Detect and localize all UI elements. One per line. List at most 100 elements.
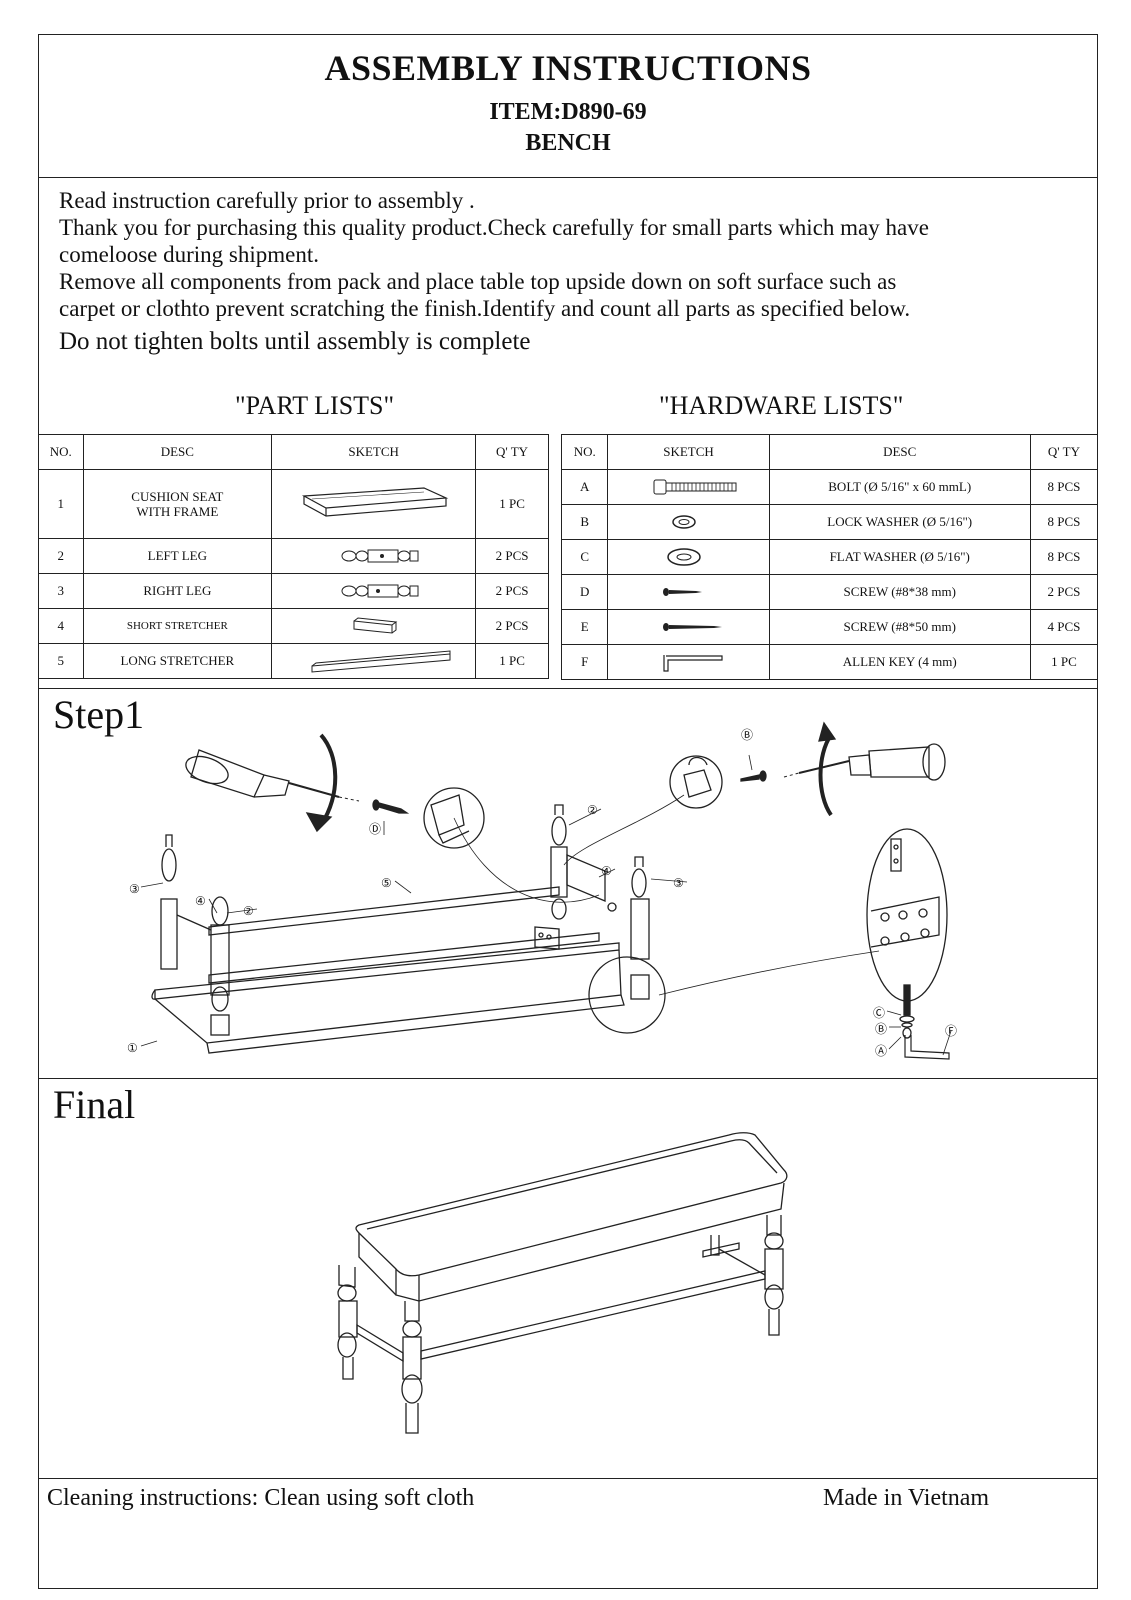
- hw-no: A: [560, 469, 609, 505]
- step1-label: Step1: [53, 692, 145, 737]
- col-header: DESC: [82, 434, 273, 470]
- part-no: 3: [38, 573, 84, 609]
- sketch-right-leg: [271, 573, 477, 609]
- hw-qty: 2 PCS: [1029, 574, 1099, 610]
- intro-line: comeloose during shipment.: [59, 242, 319, 267]
- hw-no: B: [560, 504, 609, 540]
- sketch-allen-key: [607, 644, 770, 680]
- callout-5: ⑤: [381, 876, 392, 890]
- part-qty: 1 PC: [475, 469, 549, 539]
- table-row: 2 LEFT LEG 2 PCS: [38, 538, 549, 574]
- part-no: 4: [38, 608, 84, 644]
- part-desc: LONG STRETCHER: [82, 643, 273, 679]
- country-of-origin: Made in Vietnam: [823, 1485, 990, 1511]
- bench-frame-illustration: [151, 804, 950, 1060]
- col-header: Q' TY: [475, 434, 549, 470]
- intro-line: Thank you for purchasing this quality pr…: [59, 215, 929, 240]
- part-qty: 1 PC: [475, 643, 549, 679]
- part-list-table: NO. DESC SKETCH Q' TY 1 CUSHION SEAT WIT…: [38, 434, 549, 679]
- sketch-lock-washer: [607, 504, 770, 540]
- col-header: NO.: [38, 434, 84, 470]
- table-row: F ALLEN KEY (4 mm) 1 PC: [560, 644, 1099, 680]
- hw-qty: 4 PCS: [1029, 609, 1099, 645]
- callout-4: ④: [601, 864, 612, 878]
- divider: [39, 1078, 1097, 1079]
- tighten-warning: Do not tighten bolts until assembly is c…: [59, 328, 531, 355]
- page-frame: ASSEMBLY INSTRUCTIONS ITEM:D890-69 BENCH…: [38, 34, 1099, 1589]
- part-qty: 2 PCS: [475, 573, 549, 609]
- hw-no: C: [560, 539, 609, 575]
- sketch-long-stretcher: [271, 643, 477, 679]
- callout-3: ③: [673, 876, 684, 890]
- part-no: 5: [38, 643, 84, 679]
- col-header: NO.: [560, 434, 609, 470]
- table-row: 1 CUSHION SEAT WITH FRAME 1 PC: [38, 469, 549, 539]
- callout-1: ①: [127, 1041, 138, 1055]
- intro-text: Read instruction carefully prior to asse…: [59, 187, 929, 355]
- hardware-list-heading: "HARDWARE LISTS": [659, 391, 904, 420]
- callout-d: Ⓓ: [369, 822, 381, 836]
- callout-2: ②: [243, 904, 254, 918]
- hw-desc: SCREW (#8*38 mm): [768, 574, 1031, 610]
- sketch-short-stretcher: [271, 608, 477, 644]
- callout-3: ③: [129, 882, 140, 896]
- col-header: SKETCH: [607, 434, 770, 470]
- table-row: 5 LONG STRETCHER 1 PC: [38, 643, 549, 679]
- part-no: 2: [38, 538, 84, 574]
- hw-desc: BOLT (Ø 5/16" x 60 mmL): [768, 469, 1031, 505]
- hw-qty: 8 PCS: [1029, 539, 1099, 575]
- hw-no: E: [560, 609, 609, 645]
- table-row: D SCREW (#8*38 mm) 2 PCS: [560, 574, 1099, 610]
- part-desc: RIGHT LEG: [82, 573, 273, 609]
- hw-no: F: [560, 644, 609, 680]
- callout-4: ④: [195, 894, 206, 908]
- col-header: Q' TY: [1029, 434, 1099, 470]
- intro-line: Read instruction carefully prior to asse…: [59, 188, 475, 213]
- hardware-list-table: NO. SKETCH DESC Q' TY A BOLT (Ø 5/16" x …: [560, 434, 1099, 680]
- part-desc: LEFT LEG: [82, 538, 273, 574]
- part-desc: SHORT STRETCHER: [82, 608, 273, 644]
- sketch-bolt: [607, 469, 770, 505]
- part-qty: 2 PCS: [475, 608, 549, 644]
- part-list-heading: "PART LISTS": [235, 391, 395, 420]
- divider: [39, 1478, 1097, 1479]
- hw-qty: 8 PCS: [1029, 504, 1099, 540]
- hw-desc: ALLEN KEY (4 mm): [768, 644, 1031, 680]
- table-row: 3 RIGHT LEG 2 PCS: [38, 573, 549, 609]
- hw-no: D: [560, 574, 609, 610]
- sketch-screw-long: [607, 609, 770, 645]
- final-label: Final: [53, 1082, 136, 1127]
- table-row: A BOLT (Ø 5/16" x 60 mmL) 8 PCS: [560, 469, 1099, 505]
- table-row: E SCREW (#8*50 mm) 4 PCS: [560, 609, 1099, 645]
- screw-d-icon: [372, 799, 410, 835]
- item-number: ITEM:D890-69: [489, 99, 647, 125]
- callout-b: Ⓑ: [741, 728, 753, 742]
- page-title: ASSEMBLY INSTRUCTIONS: [324, 48, 812, 88]
- sketch-screw-short: [607, 574, 770, 610]
- hw-qty: 8 PCS: [1029, 469, 1099, 505]
- table-row: C FLAT WASHER (Ø 5/16") 8 PCS: [560, 539, 1099, 575]
- hw-desc: FLAT WASHER (Ø 5/16"): [768, 539, 1031, 575]
- col-header: SKETCH: [271, 434, 477, 470]
- cleaning-instructions: Cleaning instructions: Clean using soft …: [47, 1485, 475, 1511]
- hw-qty: 1 PC: [1029, 644, 1099, 680]
- col-header: DESC: [768, 434, 1031, 470]
- product-name: BENCH: [525, 130, 611, 156]
- callout-a: Ⓐ: [875, 1044, 887, 1058]
- intro-line: Remove all components from pack and plac…: [59, 269, 897, 294]
- screwdriver-left-icon: [185, 733, 360, 833]
- callout-2: ②: [587, 803, 598, 817]
- sketch-flat-washer: [607, 539, 770, 575]
- callout-f: Ⓕ: [945, 1024, 957, 1038]
- table-row: B LOCK WASHER (Ø 5/16") 8 PCS: [560, 504, 1099, 540]
- part-no: 1: [38, 469, 84, 539]
- table-row: 4 SHORT STRETCHER 2 PCS: [38, 608, 549, 644]
- callout-b: Ⓑ: [875, 1022, 887, 1036]
- hw-desc: LOCK WASHER (Ø 5/16"): [768, 504, 1031, 540]
- sketch-cushion-seat: [271, 469, 477, 539]
- intro-line: carpet or clothto prevent scratching the…: [59, 296, 911, 321]
- divider: [39, 688, 1097, 689]
- part-desc: CUSHION SEAT WITH FRAME: [82, 469, 273, 539]
- part-qty: 2 PCS: [475, 538, 549, 574]
- divider: [39, 177, 1097, 178]
